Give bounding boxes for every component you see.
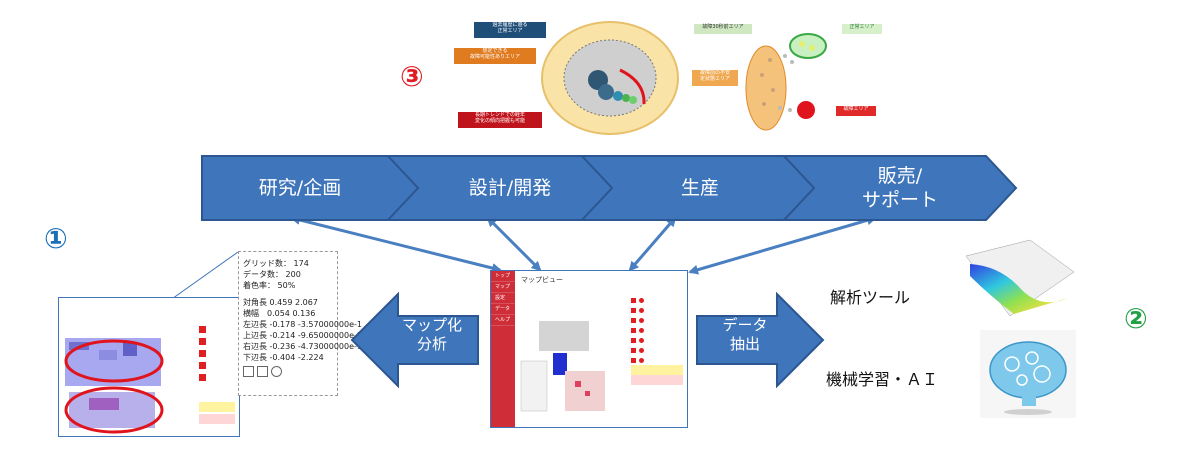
legend-row[interactable]	[631, 305, 683, 315]
stat-grid-count: グリッド数： 174	[243, 259, 309, 268]
legend-row[interactable]	[631, 315, 683, 325]
ellipse-diagram	[540, 20, 680, 136]
map-view-menu-0[interactable]: トップ	[491, 271, 515, 282]
step-label-design: 設計/開発	[468, 177, 552, 199]
cluster-label-normal: 正常エリア	[842, 24, 882, 34]
legend-row[interactable]	[631, 375, 683, 385]
ellipse-label-trend: 長期トレンドでの経年 変化の傾向把握も可能	[458, 112, 542, 128]
badge-one: ①	[44, 222, 68, 255]
brain-graphic	[989, 341, 1067, 415]
badge-two: ②	[1124, 302, 1148, 335]
map-view-menu-1[interactable]: マップ	[491, 282, 515, 293]
cluster-diagram	[745, 33, 827, 131]
cluster-label-failure: 故障エリア	[836, 106, 876, 116]
stat-diagonal: 対角長 0.459 2.067	[243, 298, 318, 307]
ellipse-label-normal: 過去履歴に遡る 正常エリア	[474, 22, 546, 38]
analysis-tool-label: 解析ツール	[830, 288, 911, 307]
arrow-map-analysis-label: マップ化 分析	[401, 316, 462, 353]
stats-icon-3[interactable]	[271, 366, 282, 377]
connector-design	[486, 216, 542, 272]
stat-top: 上辺長 -0.214 -9.65000000e-1	[243, 331, 363, 340]
legend-row[interactable]	[631, 355, 683, 365]
stats-panel: グリッド数： 174 データ数： 200 着色率： 50% 対角長 0.459 …	[238, 251, 363, 396]
map-view-sidebar: トップ マップ 設定 データ ヘルプ	[491, 271, 515, 427]
stat-left: 左辺長 -0.178 -3.57000000e-1	[243, 320, 363, 329]
stat-width: 横幅 0.054 0.136	[243, 309, 316, 318]
map-view-menu-3[interactable]: データ	[491, 304, 515, 315]
chevron-sales	[781, 155, 1018, 221]
map-view-menu-2[interactable]: 設定	[491, 293, 515, 304]
map-view-legend	[631, 295, 683, 385]
stat-data-count: データ数： 200	[243, 270, 301, 279]
cluster-label-30s: 故障30秒前エリア	[694, 24, 752, 34]
surface-plot-image	[965, 239, 1075, 317]
ellipse-graphic	[541, 21, 679, 135]
connector-research	[290, 215, 502, 273]
legend-row[interactable]	[631, 325, 683, 335]
ml-ai-label: 機械学習・ＡＩ	[826, 370, 939, 389]
legend-row[interactable]	[631, 335, 683, 345]
left-map-graphic	[64, 326, 235, 434]
map-view-screenshot: トップ マップ 設定 データ ヘルプ マップビュー	[490, 270, 688, 428]
stat-fill-rate: 着色率： 50%	[243, 281, 296, 290]
arrow-map-analysis	[350, 292, 479, 388]
left-map-panel	[58, 297, 240, 437]
stats-icon-1[interactable]	[243, 366, 254, 377]
connector-production	[628, 216, 677, 272]
arrow-data-extract-label: データ 抽出	[722, 316, 768, 353]
map-view-plot	[520, 321, 605, 412]
step-label-production: 生産	[680, 177, 719, 199]
step-label-sales: 販売/ サポート	[861, 165, 938, 211]
ellipse-label-possible: 想定できる 故障可能性ありエリア	[454, 48, 536, 64]
connector-sales	[688, 215, 877, 275]
step-label-research: 研究/企画	[258, 177, 342, 199]
legend-row[interactable]	[631, 295, 683, 305]
stat-right: 右辺長 -0.236 -4.73000000e-1	[243, 342, 363, 351]
brain-image	[980, 330, 1076, 418]
map-view-menu-4[interactable]: ヘルプ	[491, 315, 515, 326]
badge-three: ③	[400, 60, 424, 93]
process-flow	[201, 155, 1018, 221]
stat-bottom: 下辺長 -0.404 -2.224	[243, 353, 324, 362]
stats-icon-2[interactable]	[257, 366, 268, 377]
map-view-title: マップビュー	[521, 276, 563, 284]
arrow-data-extract	[696, 292, 825, 388]
cluster-label-unstable: 故障前の不安 定状態エリア	[692, 70, 738, 86]
legend-row[interactable]	[631, 365, 683, 375]
legend-row[interactable]	[631, 345, 683, 355]
